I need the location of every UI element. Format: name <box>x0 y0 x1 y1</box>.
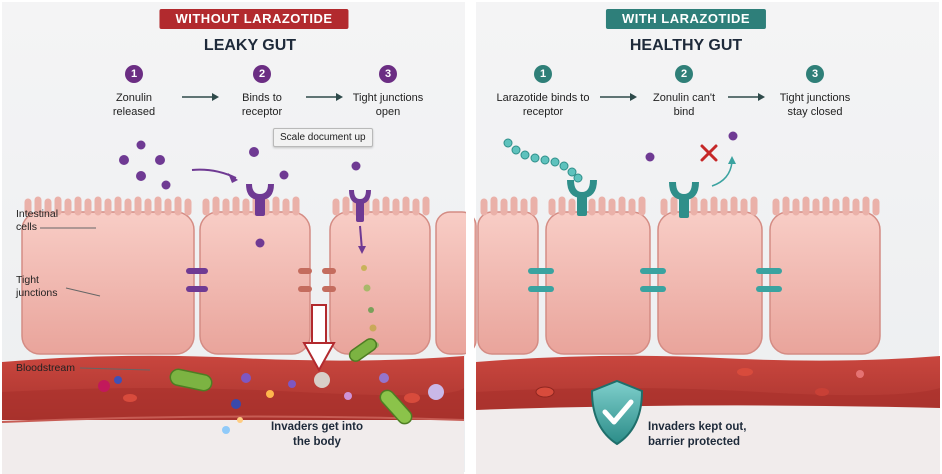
left-step-2-number: 2 <box>253 65 271 83</box>
right-step-1-text: Larazotide binds to receptor <box>496 92 590 118</box>
left-tissue <box>1 93 477 474</box>
right-step-3-text: Tight junctions stay closed <box>779 92 851 118</box>
arrow-to-receptor <box>191 168 237 179</box>
blood-cells-right <box>535 368 864 398</box>
larazotide-chain <box>503 138 583 183</box>
scale-tooltip: Scale document up <box>273 128 373 147</box>
left-caption: Invaders get into the body <box>270 421 364 448</box>
tight-junctions-right <box>528 268 782 292</box>
shield-check-icon <box>590 379 644 446</box>
left-step-1-text: Zonulin released <box>112 92 156 118</box>
leaking-particles <box>361 265 379 348</box>
label-tight-junctions: Tight junctions <box>16 274 58 299</box>
zonulin-molecule-right <box>645 152 655 162</box>
tight-junction-left-closed <box>186 268 208 292</box>
invaders-left <box>98 338 444 434</box>
right-caption: Invaders kept out, barrier protected <box>648 421 747 448</box>
left-step-1-number: 1 <box>125 65 143 83</box>
label-bloodstream: Bloodstream <box>16 362 75 374</box>
right-step-2-number: 2 <box>675 65 693 83</box>
right-badge: WITH LARAZOTIDE <box>605 9 767 29</box>
label-leaders <box>40 227 151 371</box>
receptor-left-1 <box>246 184 274 216</box>
right-step-3-number: 3 <box>806 65 824 83</box>
left-step-3-number: 3 <box>379 65 397 83</box>
right-tissue <box>476 93 940 474</box>
right-step-2-text: Zonulin can't bind <box>652 92 716 118</box>
x-mark-icon <box>700 144 718 162</box>
receptor-left-2 <box>349 190 371 222</box>
receptor-right-2 <box>669 182 699 218</box>
right-title: HEALTHY GUT <box>629 37 743 54</box>
left-title: LEAKY GUT <box>203 37 297 54</box>
left-step-3-text: Tight junctions open <box>352 92 424 118</box>
intestinal-cells-right <box>477 196 881 355</box>
panel-divider <box>466 0 474 474</box>
intestinal-cells-left <box>21 196 477 355</box>
left-badge: WITHOUT LARAZOTIDE <box>159 9 349 29</box>
arrow-right-icon <box>600 93 765 101</box>
zonulin-molecules <box>119 140 361 248</box>
tight-junction-left-open <box>298 268 336 292</box>
label-intestinal-cells: Intestinal cells <box>16 208 59 233</box>
arrow-right-icon <box>182 93 343 101</box>
receptor-right-1 <box>567 180 597 216</box>
left-step-2-text: Binds to receptor <box>241 92 283 118</box>
right-step-1-number: 1 <box>534 65 552 83</box>
down-arrow-icon <box>302 304 336 373</box>
